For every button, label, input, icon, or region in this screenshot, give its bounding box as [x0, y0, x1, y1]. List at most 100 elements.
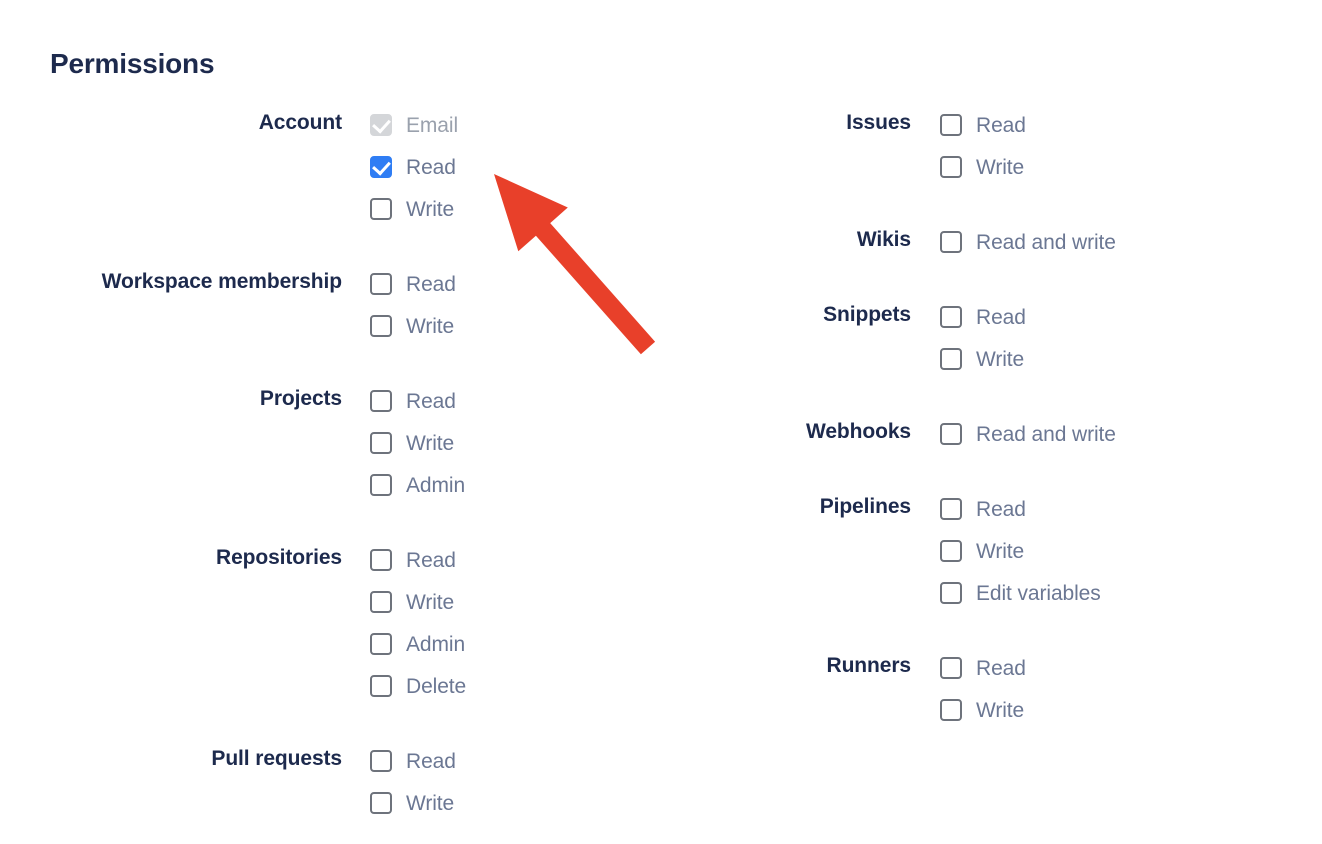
permission-option-workspace-membership-read[interactable]: Read [370, 263, 660, 305]
permission-group-label: Issues [846, 111, 911, 134]
permission-option-label: Admin [406, 632, 466, 656]
permission-option-label: Read and write [976, 230, 1116, 254]
checkbox-unchecked-icon[interactable] [940, 306, 962, 328]
checkbox-unchecked-icon[interactable] [940, 540, 962, 562]
check-mark-icon [372, 114, 391, 134]
permission-option-runners-read[interactable]: Read [940, 647, 1322, 689]
permission-option-label: Admin [406, 473, 466, 497]
check-mark-icon [372, 156, 391, 176]
checkbox-unchecked-icon[interactable] [940, 582, 962, 604]
permission-option-label: Read [406, 272, 456, 296]
checkbox-unchecked-icon[interactable] [940, 156, 962, 178]
permission-option-pipelines-write[interactable]: Write [940, 530, 1322, 572]
checkbox-unchecked-icon[interactable] [370, 591, 392, 613]
permission-option-issues-write[interactable]: Write [940, 146, 1322, 188]
checkbox-unchecked-icon[interactable] [370, 315, 392, 337]
permission-option-repositories-delete[interactable]: Delete [370, 665, 660, 707]
permission-option-label: Read and write [976, 422, 1116, 446]
checkbox-unchecked-icon[interactable] [940, 699, 962, 721]
permission-option-account-write[interactable]: Write [370, 188, 660, 230]
permission-option-projects-admin[interactable]: Admin [370, 464, 660, 506]
permission-option-account-read[interactable]: Read [370, 146, 660, 188]
permission-option-pull-requests-read[interactable]: Read [370, 740, 660, 782]
permission-option-issues-read[interactable]: Read [940, 104, 1322, 146]
permission-option-repositories-admin[interactable]: Admin [370, 623, 660, 665]
checkbox-unchecked-icon[interactable] [940, 348, 962, 370]
checkbox-unchecked-icon[interactable] [370, 675, 392, 697]
permission-option-label: Delete [406, 674, 467, 698]
checkbox-unchecked-icon[interactable] [370, 198, 392, 220]
permission-group-label: Webhooks [806, 420, 911, 443]
checkbox-unchecked-icon[interactable] [370, 633, 392, 655]
checkbox-unchecked-icon[interactable] [940, 231, 962, 253]
page-title: Permissions [50, 48, 215, 79]
checkbox-unchecked-icon[interactable] [370, 390, 392, 412]
permission-option-pipelines-read[interactable]: Read [940, 488, 1322, 530]
permission-group-options: Read and write [911, 413, 1322, 455]
permission-option-label: Edit variables [976, 581, 1101, 605]
checkbox-unchecked-icon[interactable] [370, 474, 392, 496]
permission-option-label: Write [406, 791, 455, 815]
permission-option-label: Write [406, 590, 455, 614]
permission-group-label: Workspace membership [101, 270, 342, 293]
permission-option-snippets-read[interactable]: Read [940, 296, 1322, 338]
permission-option-label: Write [976, 155, 1025, 179]
permission-option-webhooks-read-and-write[interactable]: Read and write [940, 413, 1322, 455]
permission-option-workspace-membership-write[interactable]: Write [370, 305, 660, 347]
permission-option-snippets-write[interactable]: Write [940, 338, 1322, 380]
permission-group-wikis: Wikis Read and write [660, 221, 1322, 263]
permission-option-account-email[interactable]: Email [370, 104, 660, 146]
checkbox-checked-disabled-icon [370, 114, 392, 136]
permission-group-label: Pipelines [819, 495, 911, 518]
checkbox-unchecked-icon[interactable] [940, 498, 962, 520]
permission-option-wikis-read-and-write[interactable]: Read and write [940, 221, 1322, 263]
permission-group-label: Pull requests [211, 747, 342, 770]
permission-group-label: Account [258, 111, 342, 134]
permission-option-pull-requests-write[interactable]: Write [370, 782, 660, 824]
checkbox-unchecked-icon[interactable] [940, 114, 962, 136]
permission-group-label: Wikis [856, 228, 911, 251]
checkbox-unchecked-icon[interactable] [370, 432, 392, 454]
checkbox-unchecked-icon[interactable] [370, 792, 392, 814]
permission-group-label: Runners [826, 654, 912, 677]
permission-group-label: Snippets [823, 303, 911, 326]
permission-option-label: Email [406, 113, 459, 137]
permission-option-repositories-write[interactable]: Write [370, 581, 660, 623]
checkbox-unchecked-icon[interactable] [370, 549, 392, 571]
checkbox-unchecked-icon[interactable] [370, 273, 392, 295]
permission-option-label: Read [406, 155, 456, 179]
permission-option-label: Read [406, 749, 456, 773]
checkbox-unchecked-icon[interactable] [940, 657, 962, 679]
permission-option-label: Write [976, 539, 1025, 563]
permission-option-runners-write[interactable]: Write [940, 689, 1322, 731]
permission-option-label: Read [406, 548, 456, 572]
permission-option-label: Write [406, 314, 455, 338]
permission-option-pipelines-edit-variables[interactable]: Edit variables [940, 572, 1322, 614]
permission-option-projects-write[interactable]: Write [370, 422, 660, 464]
checkbox-unchecked-icon[interactable] [370, 750, 392, 772]
permission-option-label: Write [406, 431, 455, 455]
checkbox-unchecked-icon[interactable] [940, 423, 962, 445]
permission-option-label: Read [976, 656, 1026, 680]
permission-option-repositories-read[interactable]: Read [370, 539, 660, 581]
permission-option-projects-read[interactable]: Read [370, 380, 660, 422]
checkbox-checked-icon[interactable] [370, 156, 392, 178]
permission-group-options: Read and write [911, 221, 1322, 263]
